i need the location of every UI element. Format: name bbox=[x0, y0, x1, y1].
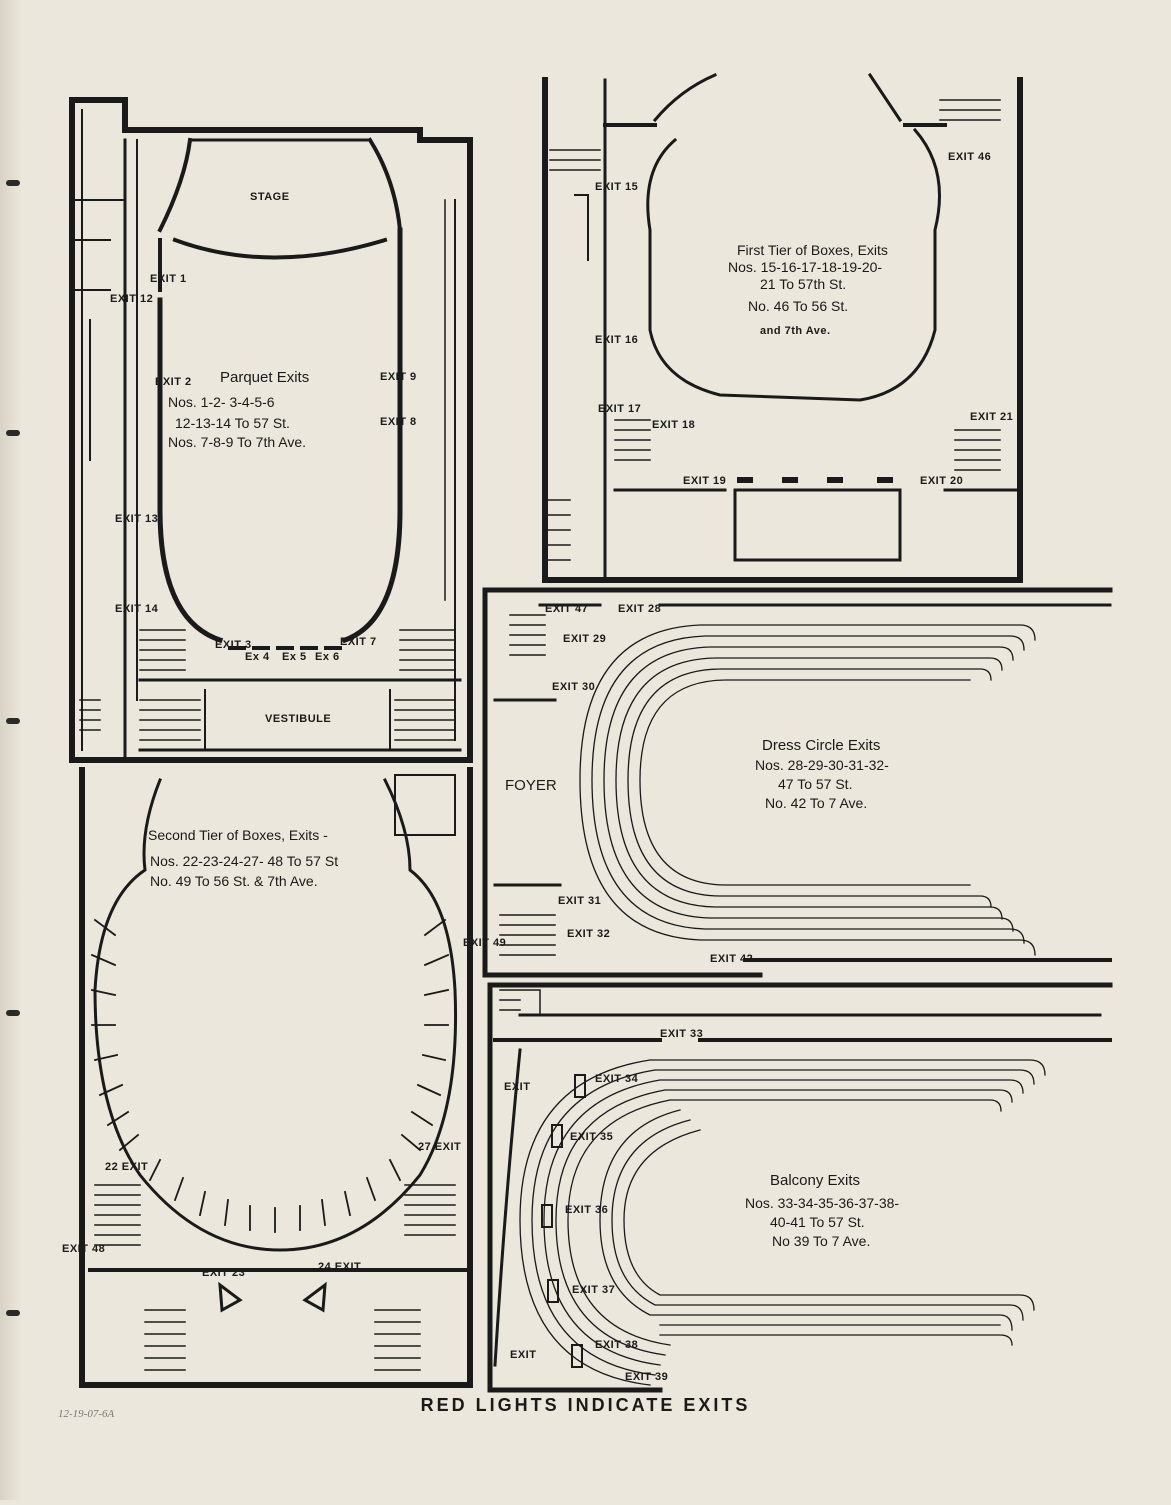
parquet-labels: STAGE VESTIBULE Parquet Exits Nos. 1-2- … bbox=[110, 191, 417, 725]
exit-label: EXIT 30 bbox=[552, 681, 595, 693]
exit-label: EXIT 2 bbox=[155, 376, 192, 388]
exit-label: EXIT 14 bbox=[115, 603, 159, 615]
exit-label: 27 EXIT bbox=[418, 1141, 461, 1153]
dress-circle-line: 47 To 57 St. bbox=[778, 776, 852, 792]
exit-label: EXIT 19 bbox=[683, 475, 726, 487]
exit-label: EXIT 15 bbox=[595, 181, 638, 193]
exit-label: EXIT 35 bbox=[570, 1131, 613, 1143]
first-tier-line: and 7th Ave. bbox=[760, 325, 831, 337]
exit-label: EXIT 9 bbox=[380, 371, 417, 383]
binding-ring bbox=[6, 1010, 20, 1016]
balcony-line: No 39 To 7 Ave. bbox=[772, 1233, 870, 1249]
exit-label: EXIT 8 bbox=[380, 416, 417, 428]
exit-label: EXIT 23 bbox=[202, 1267, 245, 1279]
exit-label: EXIT 21 bbox=[970, 411, 1013, 423]
exit-label: Ex 6 bbox=[315, 651, 340, 663]
second-tier-line: No. 49 To 56 St. & 7th Ave. bbox=[150, 873, 318, 889]
balcony-title: Balcony Exits bbox=[770, 1172, 860, 1189]
second-tier-title: Second Tier of Boxes, Exits - bbox=[148, 827, 328, 843]
parquet-line: Nos. 1-2- 3-4-5-6 bbox=[168, 394, 275, 410]
first-tier-line: No. 46 To 56 St. bbox=[748, 298, 848, 314]
binding-ring bbox=[6, 430, 20, 436]
exit-label: EXIT 46 bbox=[948, 151, 991, 163]
exit-label: EXIT 13 bbox=[115, 513, 158, 525]
exit-label: EXIT 36 bbox=[565, 1204, 608, 1216]
dress-circle-title: Dress Circle Exits bbox=[762, 737, 880, 754]
foyer-label: FOYER bbox=[505, 777, 557, 794]
binding-ring bbox=[6, 718, 20, 724]
parquet-line: Nos. 7-8-9 To 7th Ave. bbox=[168, 434, 306, 450]
dress-circle-line: No. 42 To 7 Ave. bbox=[765, 795, 867, 811]
exit-label: EXIT 20 bbox=[920, 475, 963, 487]
exit-label: EXIT bbox=[504, 1081, 530, 1093]
parquet-title: Parquet Exits bbox=[220, 369, 309, 386]
exit-label: EXIT 39 bbox=[625, 1371, 668, 1383]
first-tier-labels: First Tier of Boxes, Exits Nos. 15-16-17… bbox=[595, 151, 1013, 487]
exit-label: EXIT 32 bbox=[567, 928, 610, 940]
exit-label: EXIT 31 bbox=[558, 895, 601, 907]
exit-label: EXIT 47 bbox=[545, 603, 588, 615]
balcony-plan bbox=[487, 982, 1113, 1393]
exit-label: EXIT 29 bbox=[563, 633, 606, 645]
exit-label: EXIT 28 bbox=[618, 603, 661, 615]
second-tier-line: Nos. 22-23-24-27- 48 To 57 St bbox=[150, 853, 338, 869]
exit-label: EXIT 33 bbox=[660, 1028, 703, 1040]
binding-ring bbox=[6, 1310, 20, 1316]
second-tier-plan bbox=[79, 767, 473, 1388]
dress-circle-plan bbox=[482, 587, 1113, 978]
exit-label: EXIT 12 bbox=[110, 293, 153, 305]
binding-spine bbox=[0, 0, 22, 1500]
exit-label: EXIT 48 bbox=[62, 1243, 105, 1255]
dress-circle-labels: FOYER Dress Circle Exits Nos. 28-29-30-3… bbox=[505, 603, 889, 965]
second-tier-labels: Second Tier of Boxes, Exits - Nos. 22-23… bbox=[62, 827, 506, 1279]
exit-label: EXIT 17 bbox=[598, 403, 641, 415]
first-tier-plan bbox=[542, 72, 1023, 583]
exit-label: EXIT bbox=[510, 1349, 536, 1361]
first-tier-line: Nos. 15-16-17-18-19-20- bbox=[728, 259, 882, 275]
exit-label: EXIT 42 bbox=[710, 953, 753, 965]
dress-circle-line: Nos. 28-29-30-31-32- bbox=[755, 757, 889, 773]
second-tier-box-partitions bbox=[90, 918, 450, 1233]
exit-label: EXIT 7 bbox=[340, 636, 377, 648]
balcony-labels: Balcony Exits Nos. 33-34-35-36-37-38- 40… bbox=[504, 1028, 899, 1383]
exit-label: Ex 4 bbox=[245, 651, 270, 663]
exit-label: EXIT 49 bbox=[463, 937, 506, 949]
vestibule-label: VESTIBULE bbox=[265, 713, 331, 725]
exit-label: EXIT 1 bbox=[150, 273, 187, 285]
footer-caption: RED LIGHTS INDICATE EXITS bbox=[420, 1395, 751, 1415]
balcony-line: 40-41 To 57 St. bbox=[770, 1214, 865, 1230]
parquet-plan bbox=[69, 97, 473, 763]
binding-ring bbox=[6, 180, 20, 186]
balcony-line: Nos. 33-34-35-36-37-38- bbox=[745, 1195, 899, 1211]
exit-label: Ex 5 bbox=[282, 651, 307, 663]
exit-label: 22 EXIT bbox=[105, 1161, 148, 1173]
exit-label: EXIT 34 bbox=[595, 1073, 639, 1085]
exit-label: EXIT 18 bbox=[652, 419, 695, 431]
exit-label: EXIT 3 bbox=[215, 639, 252, 651]
stage-label: STAGE bbox=[250, 191, 290, 203]
exit-label: EXIT 16 bbox=[595, 334, 638, 346]
parquet-line: 12-13-14 To 57 St. bbox=[175, 415, 290, 431]
exit-label: EXIT 37 bbox=[572, 1284, 615, 1296]
exit-label: 24 EXIT bbox=[318, 1261, 361, 1273]
exit-label: EXIT 38 bbox=[595, 1339, 638, 1351]
marginalia: 12-19-07-6A bbox=[58, 1408, 115, 1420]
first-tier-title: First Tier of Boxes, Exits bbox=[737, 242, 888, 258]
first-tier-line: 21 To 57th St. bbox=[760, 276, 846, 292]
